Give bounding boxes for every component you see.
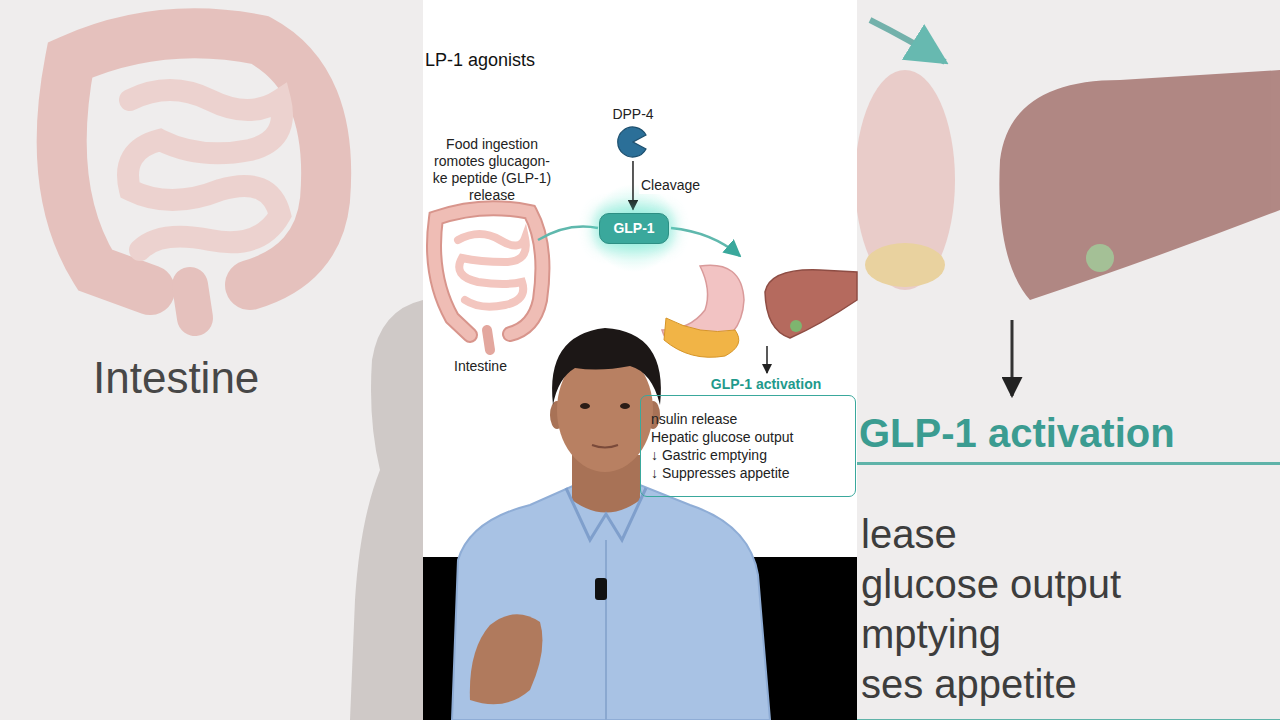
- effect-item: mptying: [861, 609, 1280, 659]
- small-intestine: [458, 234, 526, 307]
- effects-box-outline: nsulin releaseHepatic glucose output↓ Ga…: [640, 395, 856, 497]
- stomach-pancreas-figure: [662, 265, 744, 357]
- pancreas: [664, 318, 739, 357]
- colon: [62, 33, 327, 290]
- organ-label: Intestine: [454, 358, 507, 375]
- glow: [590, 184, 678, 272]
- organ-label: Intestine: [93, 353, 259, 403]
- blurred-organs: [855, 20, 1280, 300]
- box-heading: GLP-1 activation: [857, 410, 1280, 456]
- release-curve: [538, 227, 598, 241]
- collar: [566, 488, 646, 540]
- shirt: [452, 485, 770, 720]
- blurred-liver: [999, 70, 1280, 300]
- hair: [552, 328, 661, 405]
- rectum: [190, 285, 195, 318]
- liver: [765, 270, 857, 338]
- blurred-person: [350, 300, 423, 720]
- blurred-intestine: [62, 33, 327, 318]
- effect-item: ses appetite: [861, 659, 1280, 709]
- intestine-figure: [434, 208, 542, 350]
- colon: [434, 208, 542, 335]
- annotation-text: Food ingestion romotes glucagon- ke pept…: [426, 136, 558, 204]
- colon-outline: [434, 208, 542, 335]
- target-arrow: [671, 228, 740, 256]
- effect-item: Hepatic glucose output: [651, 428, 845, 446]
- eye: [620, 403, 630, 409]
- effect-item: ↓ Suppresses appetite: [651, 464, 845, 482]
- effect-item: lease: [861, 509, 1280, 559]
- molecule-pill: GLP-1: [599, 213, 668, 244]
- effect-item: nsulin release: [651, 410, 845, 428]
- enzyme-label: DPP-4: [612, 106, 653, 123]
- connector-arrow: [632, 161, 634, 210]
- box-heading: GLP-1 activation: [638, 376, 856, 393]
- effect-item: glucose output: [861, 559, 1280, 609]
- rectum: [487, 330, 490, 350]
- pacman-shape: [618, 127, 646, 157]
- small-intestine: [128, 90, 282, 250]
- enzyme-node: DPP-4: [612, 106, 653, 158]
- diagram-title: LP-1 agonists: [425, 49, 535, 71]
- effects-box: GLP-1 activation nsulin releaseHepatic gl…: [638, 376, 856, 497]
- hand: [470, 614, 543, 704]
- mouth: [592, 445, 618, 448]
- effect-item: ↓ Gastric emptying: [651, 446, 845, 464]
- placket: [605, 540, 607, 720]
- blurred-down-arrow: [1011, 320, 1014, 396]
- blurred-arrow: [870, 20, 945, 62]
- effects-box-outline: leaseglucose outputmptyingses appetite: [857, 462, 1280, 720]
- blurred-pancreas: [865, 243, 945, 287]
- eye: [580, 403, 590, 409]
- activation-arrow: [766, 346, 768, 373]
- enzyme-icon: [617, 126, 649, 158]
- molecule-label: GLP-1: [613, 220, 654, 237]
- blurred-gallbladder: [1086, 244, 1114, 272]
- gallbladder: [790, 320, 802, 332]
- blurred-effects-box: GLP-1 activation leaseglucose outputmptyi…: [857, 410, 1280, 720]
- diagram-panel: [423, 0, 857, 557]
- edge-label: Cleavage: [639, 177, 702, 194]
- microphone: [595, 578, 607, 600]
- blurred-stomach: [855, 70, 955, 290]
- liver-figure: [765, 270, 857, 338]
